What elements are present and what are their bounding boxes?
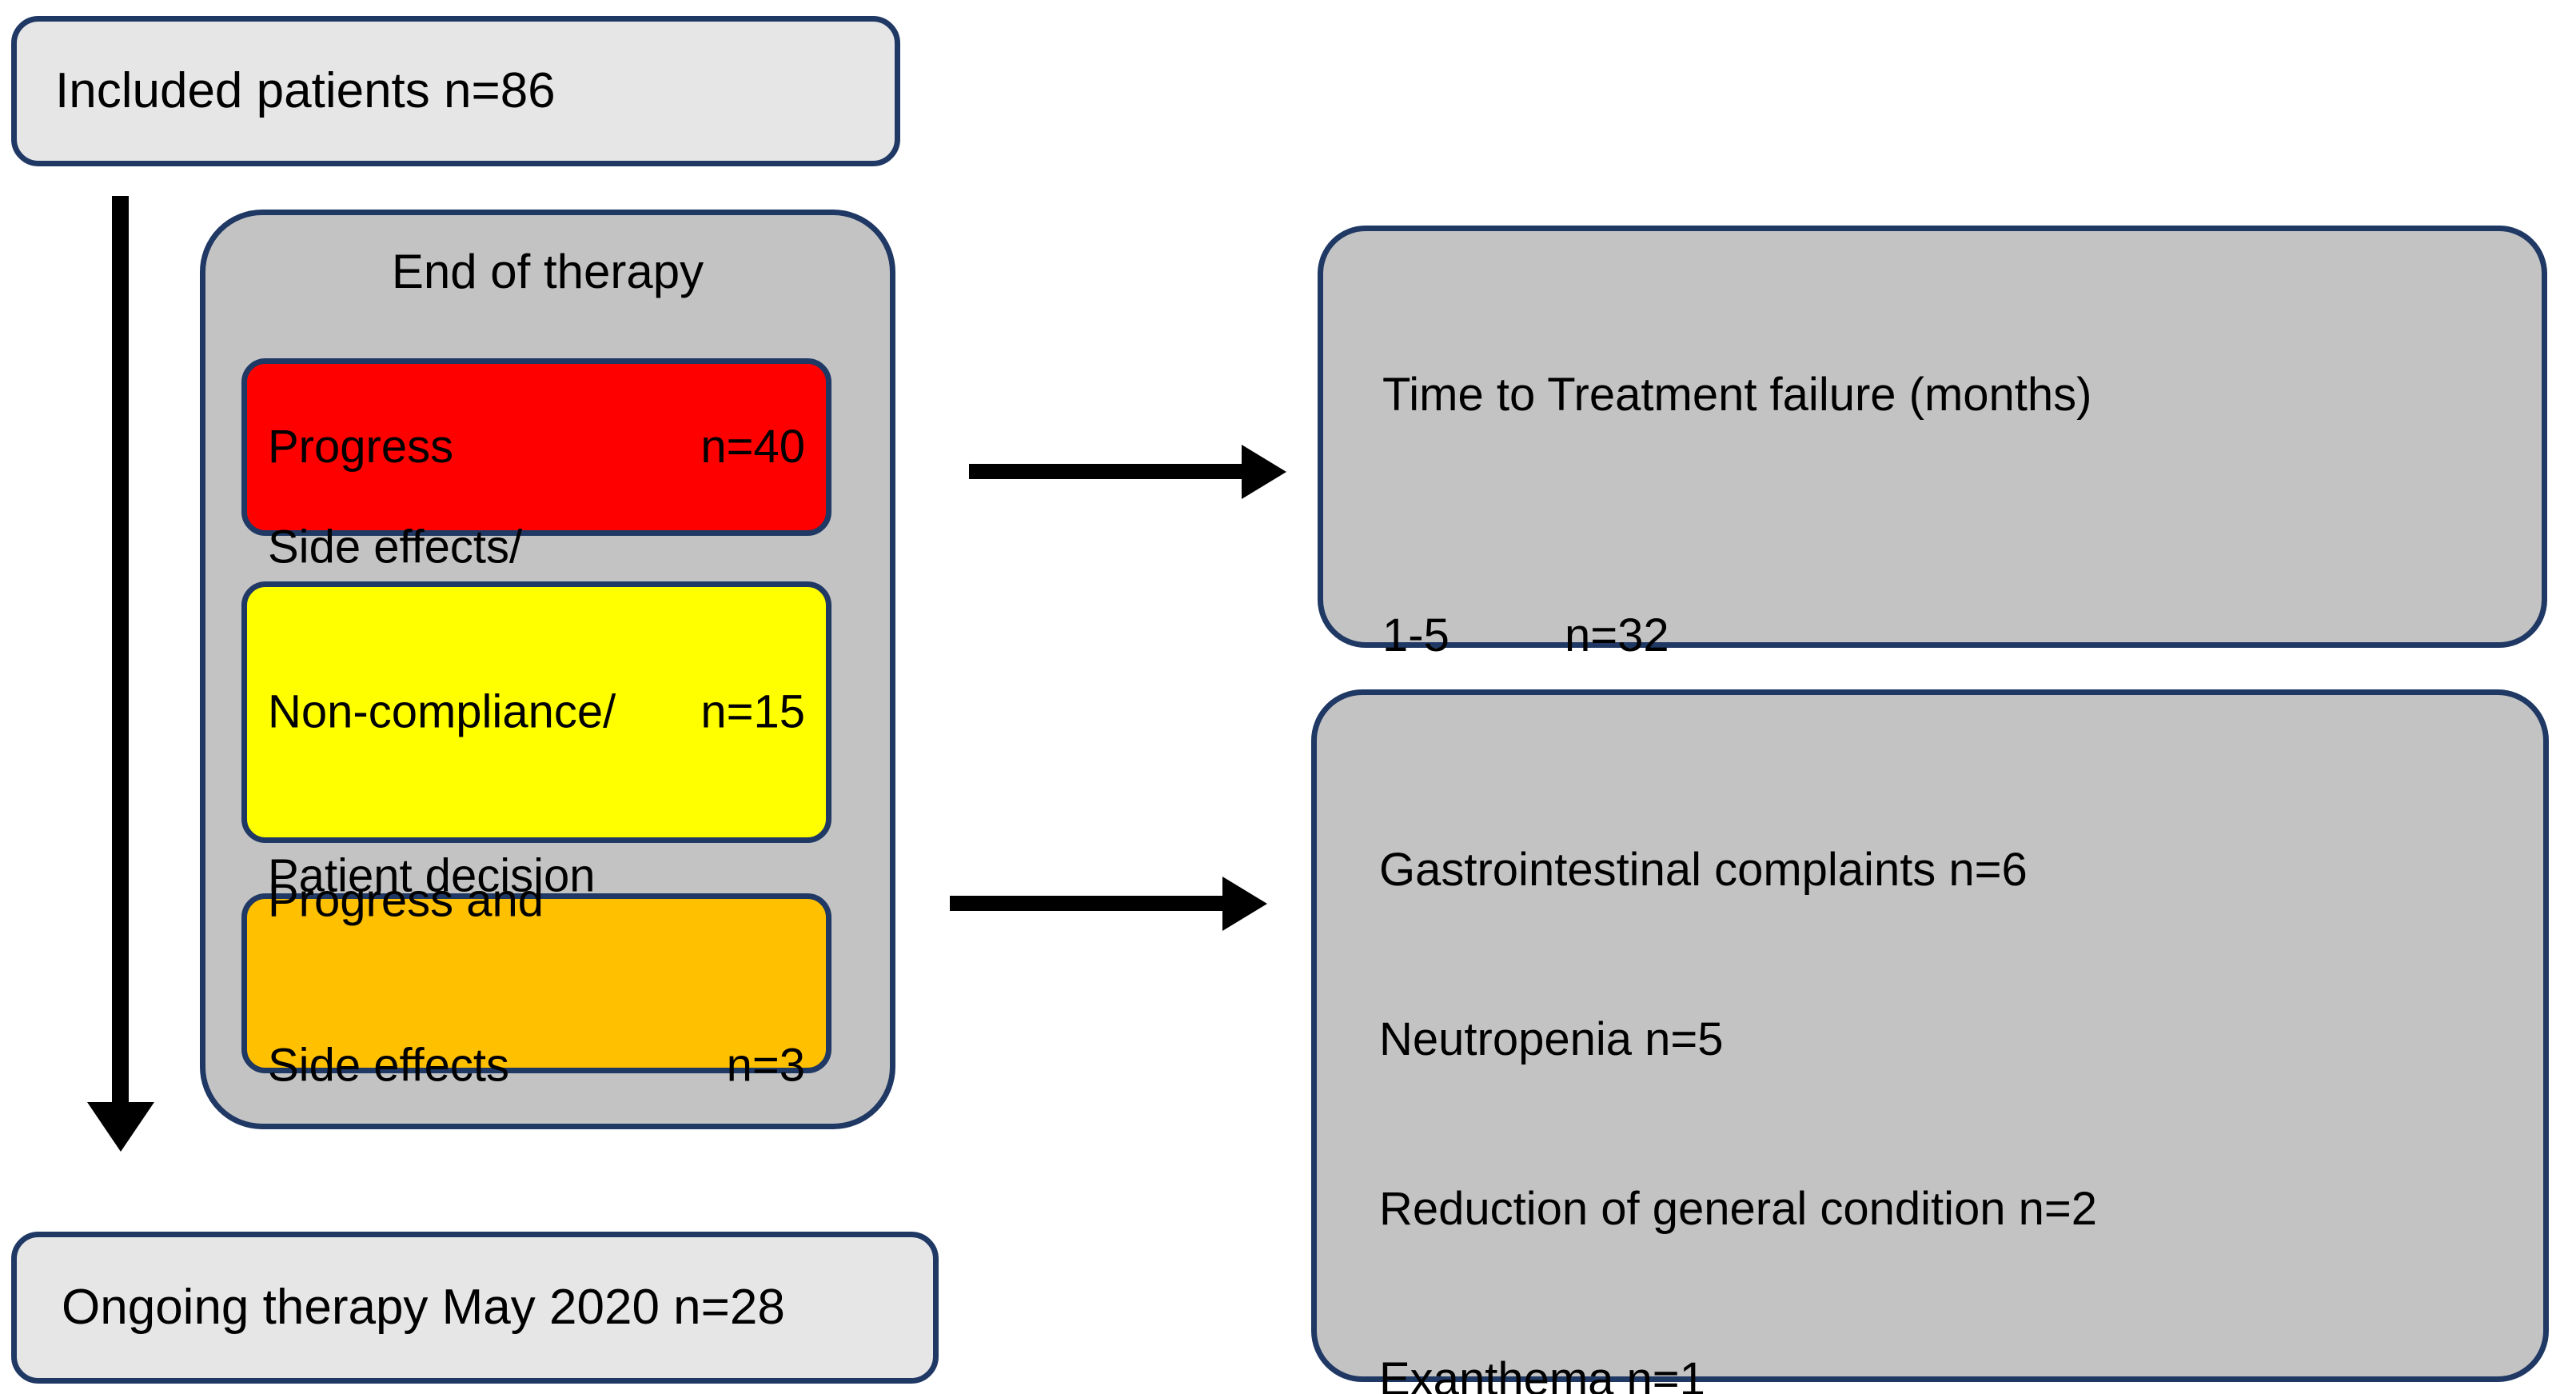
arrow-down-icon (112, 196, 129, 1108)
reason-item: Gastrointestinal complaints n=6 (1379, 843, 2028, 896)
outcome-progress-label: Progress (268, 420, 454, 473)
outcome-progress-row: Progress n=40 (268, 420, 805, 474)
arrow-right-bottom-icon (950, 896, 1230, 911)
ongoing-therapy-label: Ongoing therapy May 2020 n=28 (62, 1280, 785, 1336)
outcome-side-effects-row-3: Patient decision (268, 849, 805, 904)
time-to-treatment-failure-box: Time to Treatment failure (months) 1-5 n… (1318, 226, 2547, 1160)
outcome-progress-and-side-effects-lines: Progress and Side effects n=3 (268, 765, 805, 1203)
outcome-side-effects-count: n=15 (700, 685, 805, 738)
outcome-side-effects-lines: Side effects/ Non-compliance/ n=15 Patie… (268, 411, 805, 1013)
outcome-progress-and-side-effects-row-1: Progress and (268, 874, 805, 929)
outcome-progress-count: n=40 (700, 420, 805, 473)
outcome-progress-and-side-effects-count: n=3 (726, 1038, 805, 1091)
outcome-side-effects-label-2: Non-compliance/ (268, 685, 616, 738)
outcome-progress-box: Progress n=40 (241, 358, 831, 536)
end-of-therapy-title: End of therapy (391, 245, 704, 298)
discontinuation-reasons-box: Gastrointestinal complaints n=6 Neutrope… (1311, 689, 2549, 1394)
arrow-right-top-icon (969, 464, 1247, 479)
reason-item: Reduction of general condition n=2 (1379, 1183, 2098, 1236)
outcome-progress-and-side-effects-label-2: Side effects (268, 1038, 510, 1091)
outcome-side-effects-row-2: Non-compliance/ n=15 (268, 685, 805, 739)
reason-item: Neutropenia n=5 (1379, 1013, 1724, 1066)
reason-item: Exanthema n=1 (1379, 1352, 1705, 1394)
outcome-progress-and-side-effects-box: Progress and Side effects n=3 (241, 875, 831, 1091)
outcome-progress-lines: Progress n=40 (268, 310, 805, 584)
ongoing-therapy-box: Ongoing therapy May 2020 n=28 (11, 1232, 939, 1384)
outcome-side-effects-label-1: Side effects/ (268, 521, 523, 573)
time-to-treatment-failure-title: Time to Treatment failure (months) (1382, 368, 2092, 421)
outcome-progress-and-side-effects-label-1: Progress and (268, 874, 544, 927)
ttf-range: 1-5 (1382, 609, 1449, 661)
ttf-row: 1-5 n=32 (1382, 608, 2542, 665)
outcome-side-effects-row-1: Side effects/ (268, 521, 805, 575)
included-patients-box: Included patients n=86 (11, 16, 900, 166)
ttf-count: n=32 (1565, 609, 1669, 661)
arrow-right-bottom-head-icon (1222, 877, 1267, 931)
outcome-progress-and-side-effects-row-2: Side effects n=3 (268, 1038, 805, 1092)
outcome-side-effects-label-3: Patient decision (268, 849, 596, 902)
arrow-right-top-head-icon (1242, 445, 1286, 499)
outcome-side-effects-box: Side effects/ Non-compliance/ n=15 Patie… (241, 521, 831, 902)
included-patients-label: Included patients n=86 (55, 63, 556, 119)
arrow-down-head-icon (87, 1102, 154, 1152)
